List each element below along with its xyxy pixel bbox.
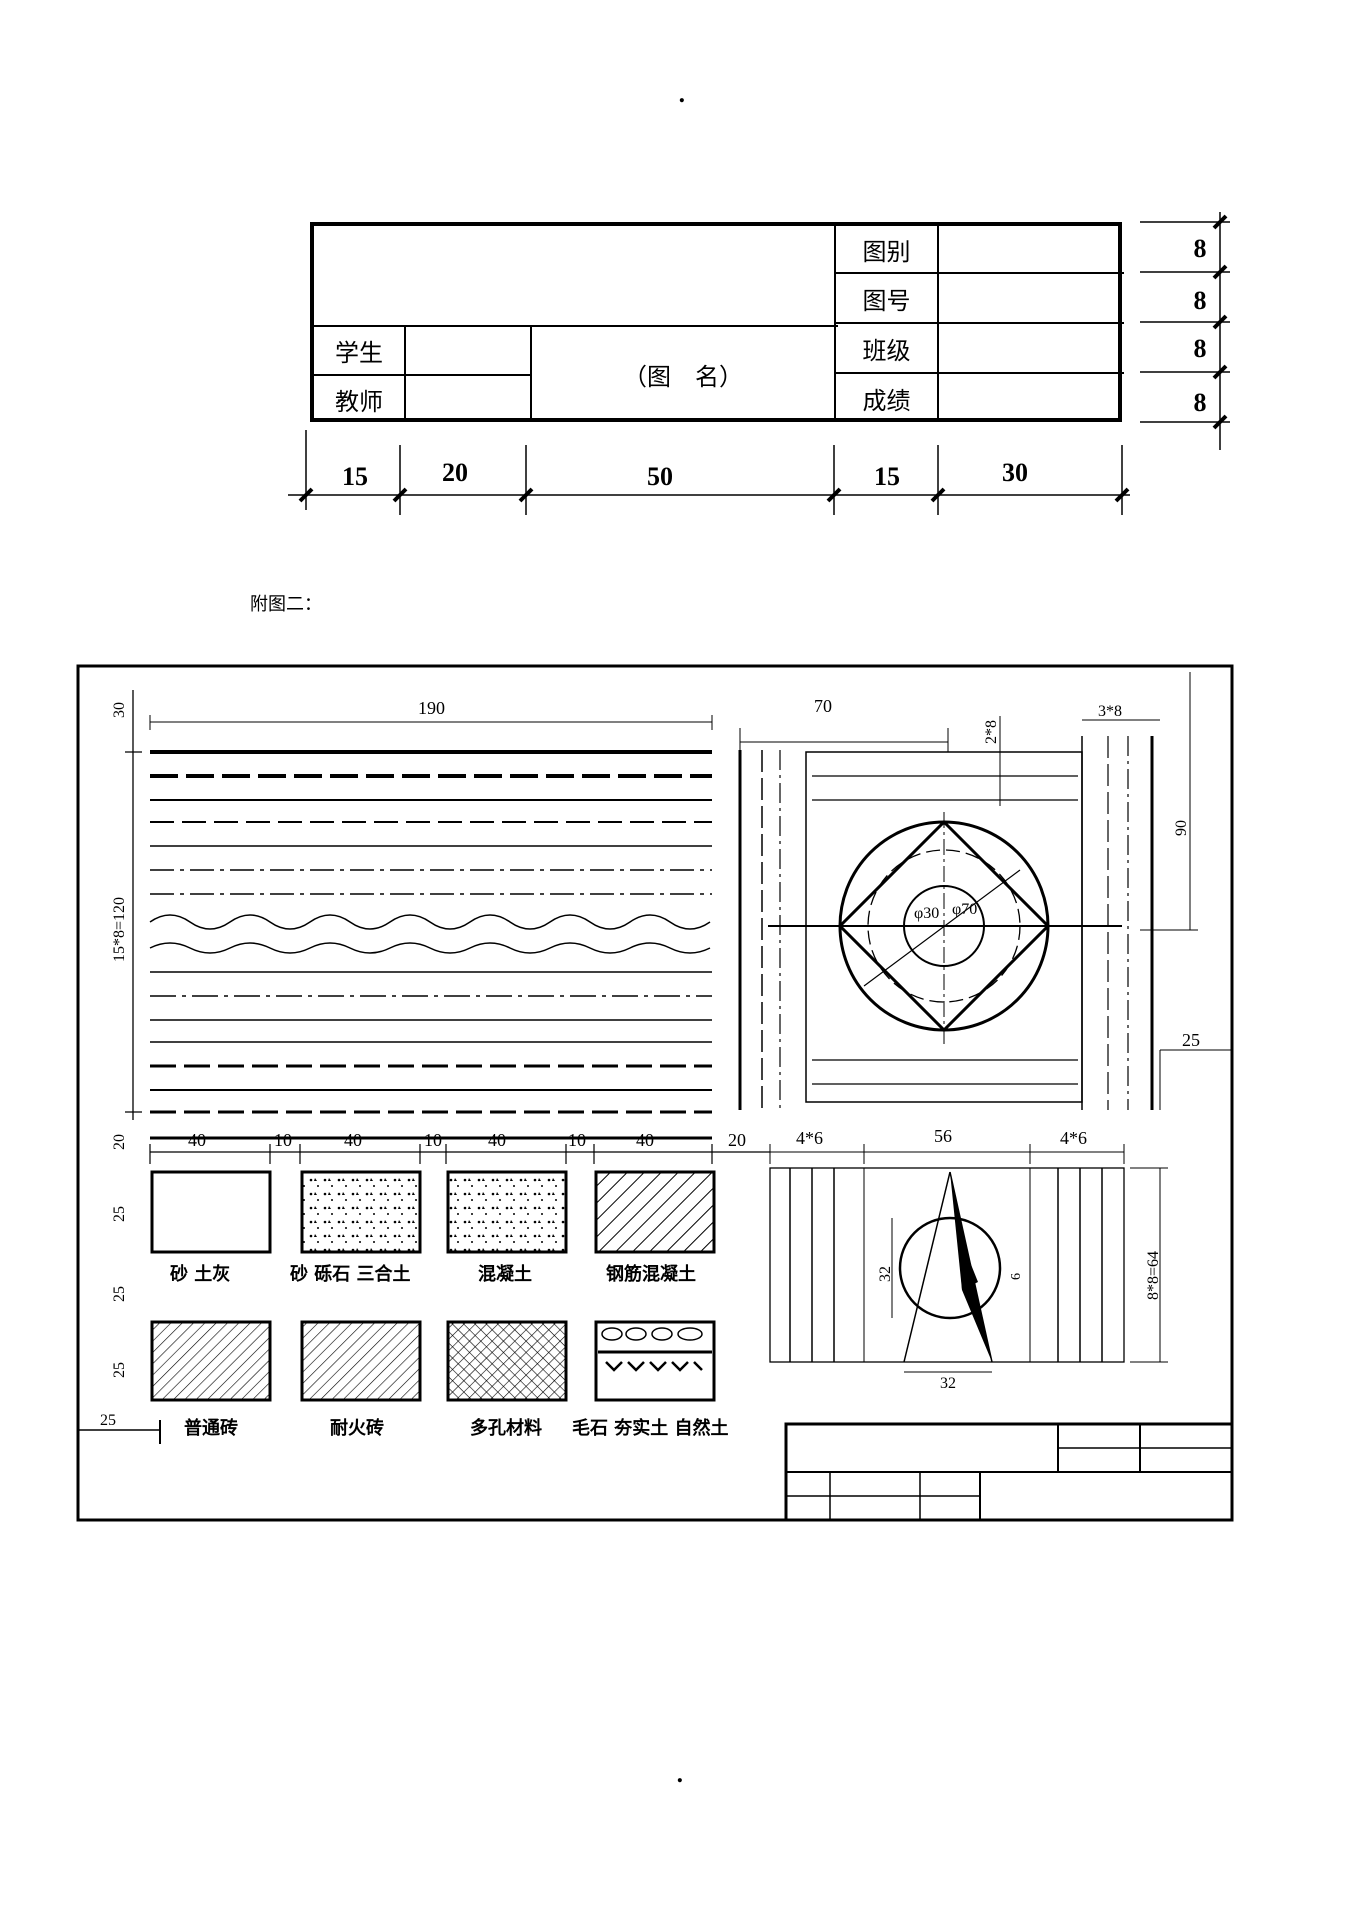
- height-8-b: 8: [1193, 286, 1207, 315]
- dim-top-30: 30: [111, 702, 128, 718]
- width-30: 30: [1002, 458, 1028, 487]
- student-label: 学生: [335, 339, 383, 367]
- label-gravel: 砂 砾石 三合土: [290, 1264, 411, 1285]
- material-rc-swatch: [594, 1170, 716, 1254]
- material-sand-swatch: [150, 1170, 272, 1254]
- compass-dim-mid: 56: [934, 1126, 952, 1146]
- width-15-b: 15: [874, 462, 900, 491]
- mat-dim-7: 20: [728, 1130, 746, 1150]
- compass-dim-base: 32: [940, 1375, 956, 1392]
- dim-2x8: 2*8: [983, 720, 1000, 744]
- tubie-label: 图别: [862, 237, 911, 266]
- dim-20: 20: [111, 1134, 128, 1150]
- material-concrete-swatch: [446, 1170, 568, 1254]
- compass-dim-right: 4*6: [1060, 1128, 1087, 1148]
- label-sand: 砂 土灰: [170, 1264, 231, 1285]
- dim-3x8: 3*8: [1098, 703, 1122, 720]
- label-rc: 钢筋混凝土: [606, 1264, 696, 1285]
- banji-label: 班级: [862, 336, 911, 365]
- compass-dim-left: 4*6: [796, 1128, 823, 1148]
- material-brick-swatch: [150, 1320, 272, 1402]
- material-stone-swatch: [594, 1320, 716, 1402]
- figure-caption: 附图二：: [250, 594, 322, 615]
- mat-dim-0: 40: [188, 1130, 206, 1150]
- compass-panel: [769, 1144, 1168, 1373]
- stone-pattern: [598, 1327, 712, 1372]
- page-mark-bottom: .: [676, 1762, 684, 1788]
- tuhao-label: 图号: [862, 286, 911, 315]
- teacher-label: 教师: [335, 387, 383, 416]
- width-50: 50: [647, 462, 673, 491]
- label-firebrick: 耐火砖: [330, 1418, 384, 1439]
- mat-dim-2: 40: [344, 1130, 362, 1150]
- compass-dim-small: 6: [1009, 1273, 1024, 1280]
- height-8-d: 8: [1193, 388, 1207, 417]
- compass-dim-height: 8*8=64: [1145, 1251, 1162, 1300]
- compass-dim-circle: 32: [877, 1266, 894, 1282]
- label-concrete: 混凝土: [478, 1264, 532, 1285]
- mat-dim-6: 40: [636, 1130, 654, 1150]
- north-arrow-fill-2: [958, 1232, 978, 1290]
- title-block: 图别 图号 班级 成绩 学生 教师 （图 名）: [310, 222, 1124, 422]
- dim-190: 190: [418, 698, 445, 718]
- material-gravel-swatch: [300, 1170, 422, 1254]
- square-circle-panel: [738, 672, 1232, 1110]
- width-20: 20: [442, 458, 468, 487]
- dim-25-c: 25: [111, 1362, 128, 1378]
- dim-phi70: φ70: [952, 901, 977, 918]
- dim-90: 90: [1173, 820, 1190, 836]
- title-block-dimensions: [288, 212, 1230, 515]
- material-firebrick-swatch: [300, 1320, 422, 1402]
- width-15-a: 15: [342, 462, 368, 491]
- height-8-c: 8: [1193, 334, 1207, 363]
- material-porous-swatch: [446, 1320, 568, 1402]
- mat-dim-1: 10: [274, 1130, 292, 1150]
- line-type-panel: [149, 715, 713, 1140]
- bottom-left-dim: 25: [100, 1412, 116, 1429]
- height-8-a: 8: [1193, 234, 1207, 263]
- dim-70: 70: [814, 696, 832, 716]
- dim-25-b: 25: [111, 1286, 128, 1302]
- dim-phi30: φ30: [914, 905, 939, 922]
- label-stone: 毛石 夯实土 自然土: [572, 1418, 729, 1439]
- mat-dim-3: 10: [424, 1130, 442, 1150]
- dim-25-a: 25: [111, 1206, 128, 1222]
- dim-15x8: 15*8=120: [111, 897, 128, 962]
- chengji-label: 成绩: [862, 386, 911, 415]
- mat-dim-4: 40: [488, 1130, 506, 1150]
- label-porous: 多孔材料: [470, 1418, 542, 1439]
- page-mark-top: .: [678, 82, 686, 108]
- drawing-title-block: [784, 1422, 1234, 1522]
- dim-25-right: 25: [1182, 1030, 1200, 1050]
- label-brick: 普通砖: [184, 1418, 238, 1439]
- mat-dim-5: 10: [568, 1130, 586, 1150]
- drawing-name: （图 名）: [623, 363, 743, 391]
